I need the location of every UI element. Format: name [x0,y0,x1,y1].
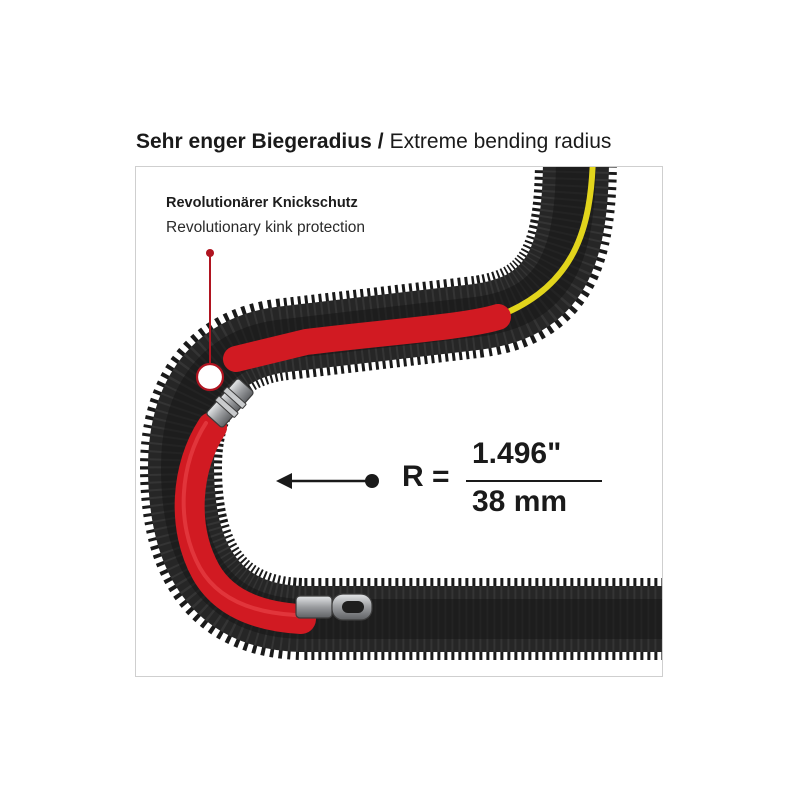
rod-yellow-section [493,167,596,320]
rod-red-upper [223,304,511,372]
callout-pointer [195,249,225,392]
rod-eyelet-icon [295,593,373,621]
diagram-title: Sehr enger Biegeradius/Extreme bending r… [136,130,611,154]
arrow-left-icon [276,473,379,489]
radius-metric: 38 mm [472,485,568,518]
pipe-fitting-icon [206,378,254,428]
diagram-frame: Revolutionärer Knickschutz Revolutionary… [135,166,663,677]
callout-title-german: Revolutionärer Knickschutz [166,195,358,211]
radius-label: R = [402,460,450,493]
title-german: Sehr enger Biegeradius [136,130,372,153]
title-english: Extreme bending radius [389,130,612,153]
rod-red-lower [174,412,316,634]
title-separator: / [377,130,384,153]
conduit-illustration [139,167,662,660]
radius-imperial: 1.496" [472,437,562,470]
callout-title-english: Revolutionary kink protection [166,219,366,236]
fraction-bar [466,480,602,482]
